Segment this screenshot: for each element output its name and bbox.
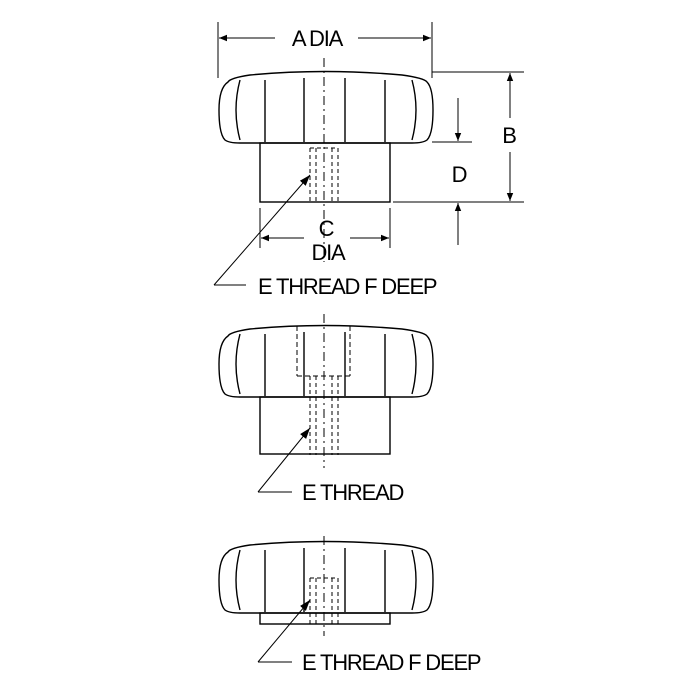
knob-head-outline (218, 70, 434, 144)
through-thread-hidden-lines (309, 376, 339, 455)
tapped-hole-hidden-lines (309, 147, 339, 202)
knob-view-2 (218, 314, 434, 493)
dimension-c (259, 208, 391, 248)
knob-hub (259, 142, 391, 203)
callout-2: E THREAD (302, 480, 404, 505)
dimension-a (217, 22, 433, 78)
leader-line-1 (213, 174, 311, 286)
dimension-b-label: B (502, 123, 516, 148)
tapped-hole-hidden-lines (309, 577, 339, 624)
dimension-d (432, 98, 472, 245)
knob-hub (259, 396, 391, 455)
leader-line-2 (257, 427, 311, 493)
dimension-c-dia-label: DIA (311, 240, 346, 265)
leader-line-3 (257, 599, 311, 663)
knob-view-3 (218, 536, 434, 663)
dimension-c-label: C (319, 216, 335, 241)
callout-3: E THREAD F DEEP (302, 650, 481, 675)
knob-grip-flutes (235, 332, 417, 396)
callout-1: E THREAD F DEEP (258, 274, 437, 299)
knob-head-outline (218, 540, 434, 614)
knob-grip-flutes (235, 78, 417, 142)
knob-view-1 (213, 22, 524, 286)
dimension-b (393, 71, 524, 203)
dimension-d-label: D (452, 162, 467, 187)
knob-grip-flutes (235, 548, 417, 612)
knob-hub (259, 612, 391, 625)
dimension-a-label: A DIA (292, 26, 344, 51)
counterbore-hidden-lines (296, 326, 351, 377)
knob-head-outline (218, 324, 434, 398)
